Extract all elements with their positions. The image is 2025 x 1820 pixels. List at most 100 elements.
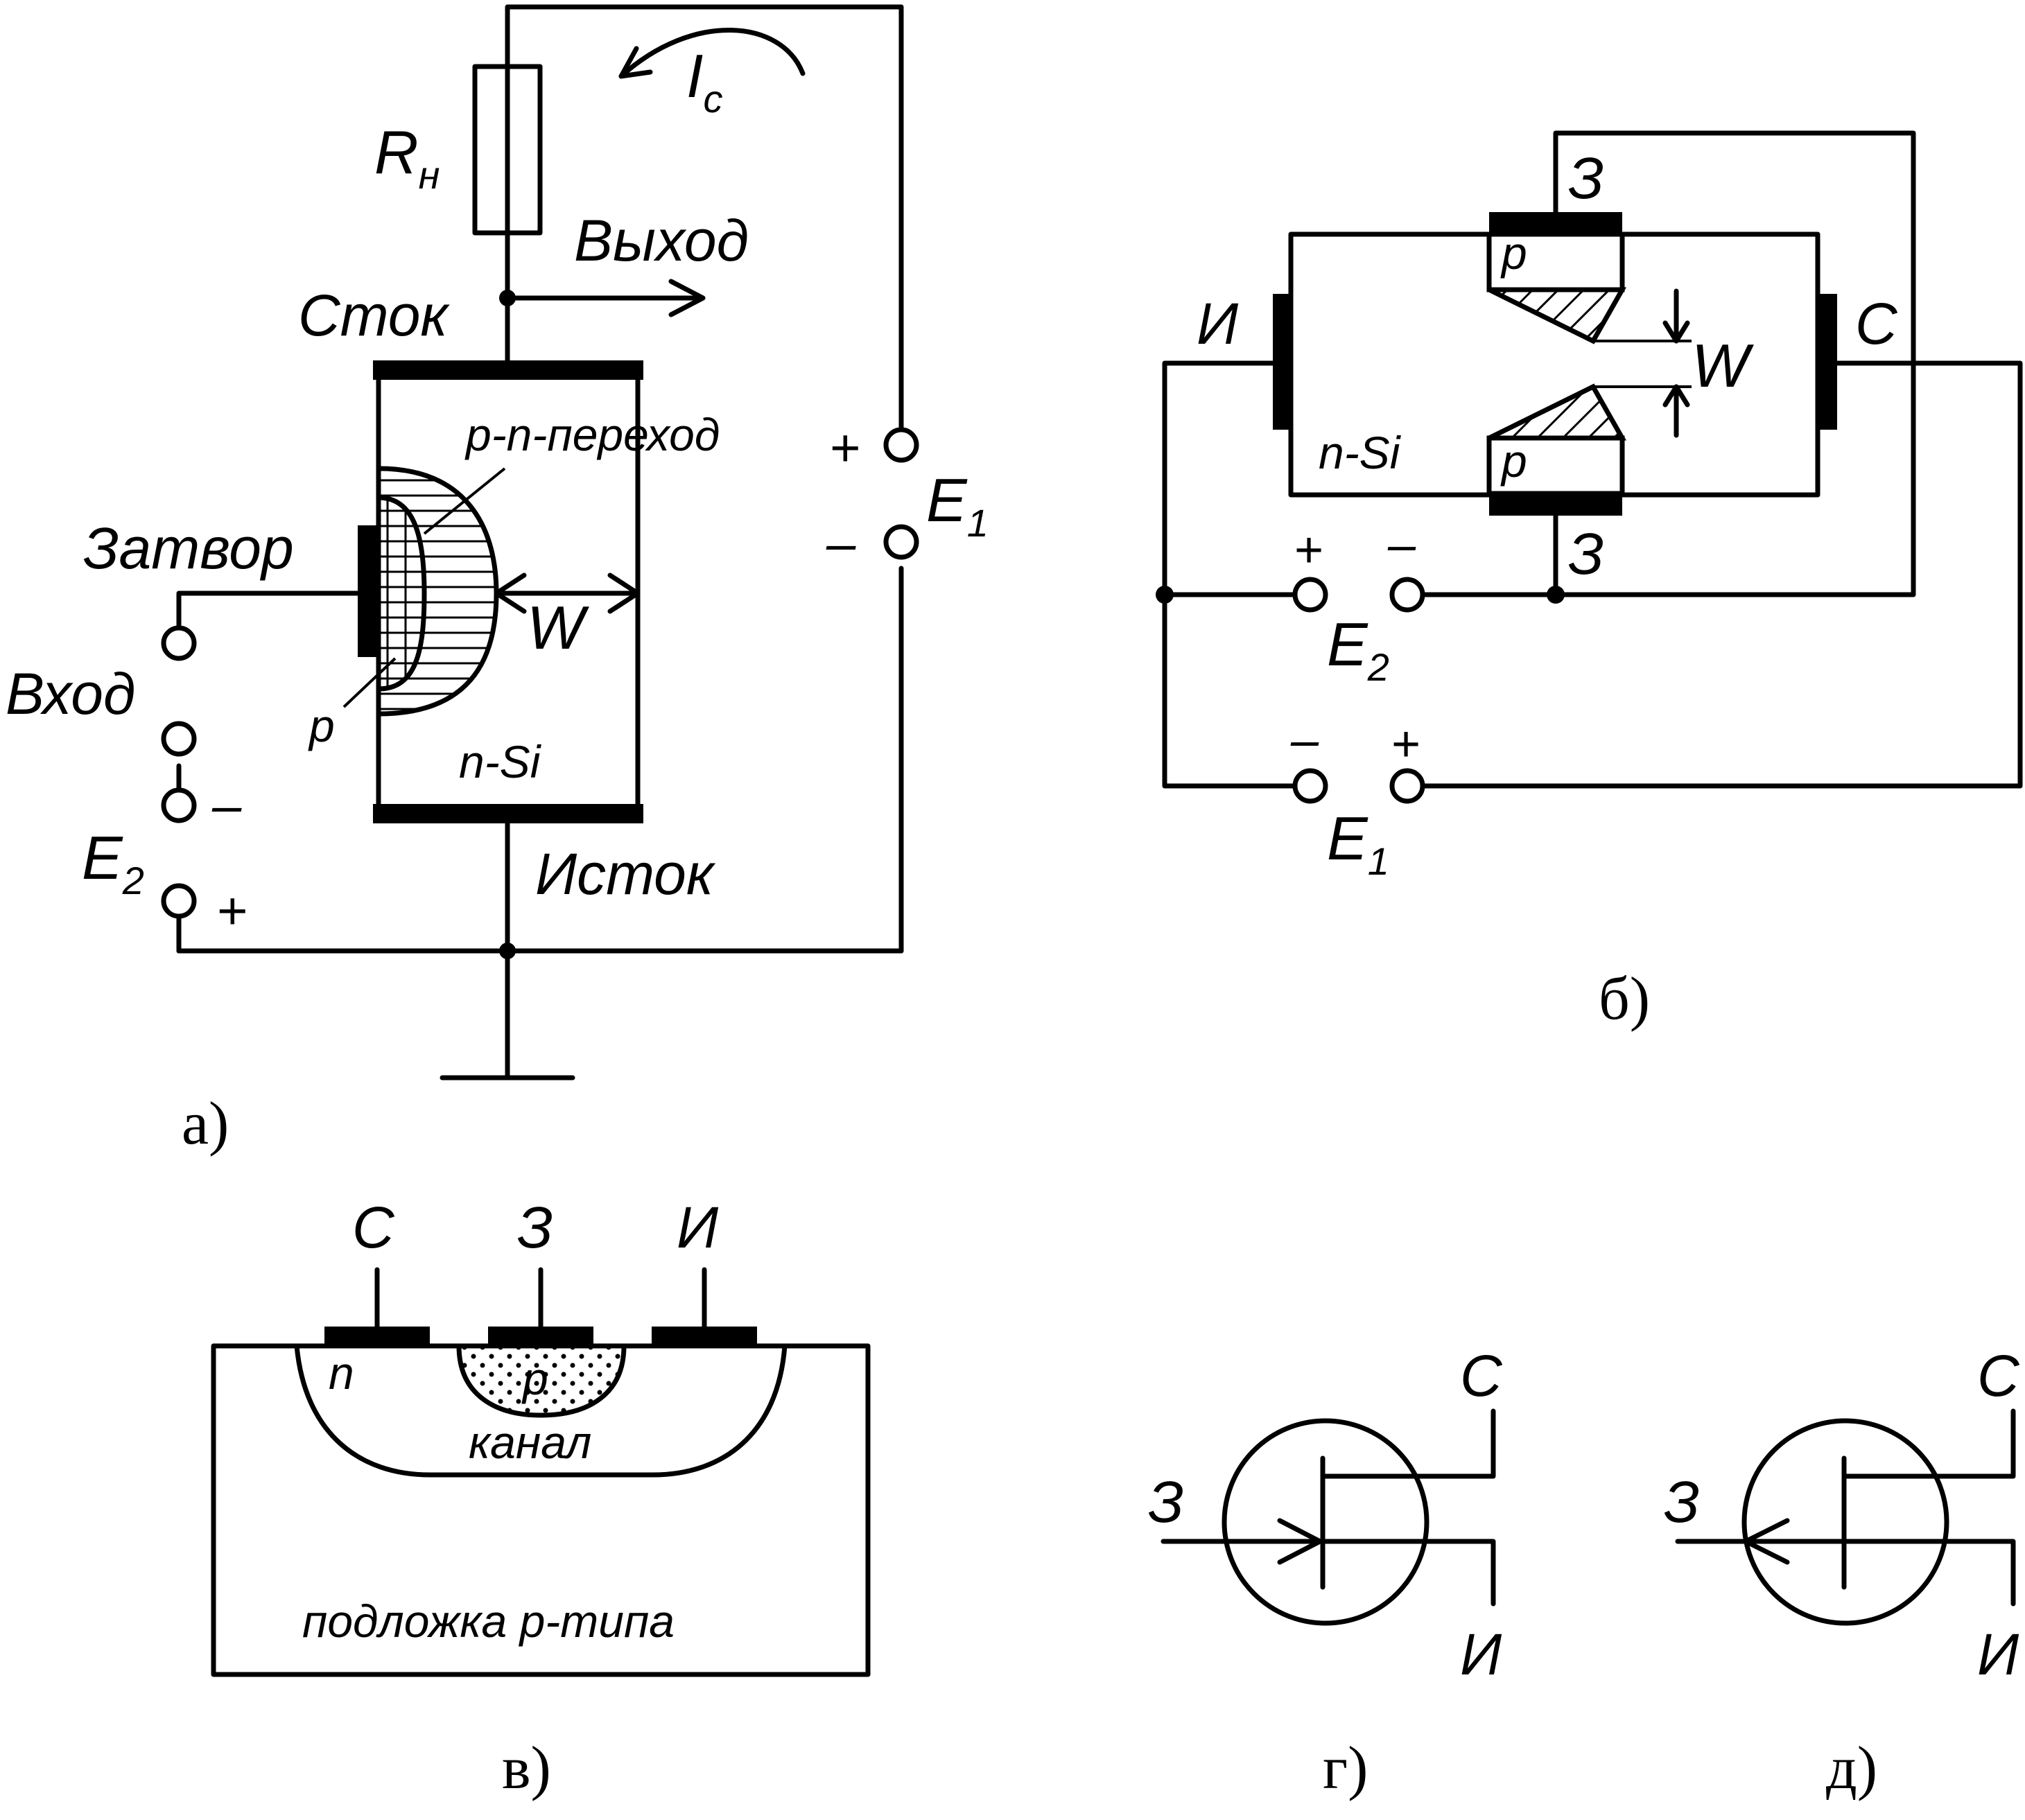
e1-plus-terminal [883, 427, 919, 463]
gate-plate [358, 525, 379, 657]
drain-label-v: С [352, 1195, 395, 1260]
e2-minus-terminal [161, 787, 197, 823]
e2-plus-terminal-b [1292, 577, 1328, 613]
e1-minus-terminal [883, 524, 919, 560]
drain-label-b: С [1855, 291, 1898, 356]
n-si-label: n-Si [459, 736, 542, 787]
gate-plate-v [488, 1327, 593, 1346]
source-label-d: И [1977, 1622, 2019, 1687]
p-region-well [456, 1343, 627, 1418]
gate-plate-top [1489, 212, 1622, 233]
input-label: Вход [6, 661, 135, 726]
depletion-bottom [1488, 383, 1627, 441]
drain-plate-v [324, 1327, 430, 1346]
e1-label: E1 [926, 466, 989, 545]
gate-label: Затвор [83, 516, 294, 581]
e2-plus-terminal [161, 883, 197, 919]
e1-label-b: E1 [1327, 804, 1389, 883]
source-plate [373, 804, 643, 823]
symbol-circle-d [1741, 1418, 1949, 1626]
e1-minus-sign: – [826, 514, 856, 573]
panel-b-caption: б) [1599, 965, 1650, 1033]
source-plate-b [1273, 294, 1292, 430]
gate-arrow-d [1743, 1518, 1790, 1565]
source-label: Исток [535, 841, 716, 907]
e2-label-b: E2 [1327, 610, 1389, 689]
input-terminal-top [161, 625, 197, 661]
n-region-well [294, 1343, 788, 1478]
current-arrow [618, 28, 806, 79]
w-label-b: W [1692, 331, 1754, 400]
w-arrow [494, 572, 641, 614]
n-si-label-b: n-Si [1319, 427, 1402, 478]
panel-b: З З И С p p W n-Si + – E2 – + E1 б) [1156, 130, 2023, 1033]
e1-plus-terminal-b [1389, 768, 1425, 804]
p-leader [342, 657, 397, 708]
drain-plate [373, 360, 643, 380]
n-region-label-v: n [329, 1347, 354, 1399]
output-label: Выход [574, 208, 749, 273]
drain-lead-g [1320, 1408, 1496, 1479]
output-arrow [505, 279, 706, 317]
e2-minus-sign-b: – [1387, 517, 1416, 572]
p-top-label-b: p [1500, 227, 1527, 279]
drain-label-g: С [1460, 1343, 1503, 1408]
p-region [376, 495, 427, 692]
panel-v-caption: в) [502, 1735, 551, 1802]
drain-lead-d [1841, 1408, 2016, 1479]
panel-g-caption: г) [1323, 1735, 1368, 1802]
gate-plate-bottom [1489, 495, 1622, 516]
p-region-label-v: p [521, 1353, 548, 1404]
e2-plus-sign: + [216, 882, 247, 940]
panel-d: З С И д) [1664, 1343, 2020, 1802]
gate-label-g: З [1148, 1469, 1184, 1534]
channel-label-v: канал [469, 1417, 591, 1468]
p-bottom-label-b: p [1500, 435, 1527, 487]
drain-label: Сток [298, 283, 450, 348]
source-plate-v [652, 1327, 757, 1346]
source-lead-g [1320, 1539, 1496, 1607]
e1-minus-terminal-b [1292, 768, 1328, 804]
left-node-b [1156, 586, 1174, 604]
gate-arrow-g [1277, 1518, 1323, 1565]
panel-a: Rн Ic Выход Сток p-n-переход Затвор Вход… [6, 4, 989, 1157]
gate-node-b [1547, 586, 1565, 604]
e2-plus-sign-b: + [1294, 523, 1323, 578]
pn-leader [423, 467, 506, 535]
drain-node [499, 290, 516, 306]
panel-b-wires [1162, 130, 2023, 789]
gate-top-label-b: З [1568, 146, 1604, 211]
symbol-circle-g [1222, 1418, 1429, 1626]
gate-label-d: З [1664, 1469, 1700, 1534]
substrate-label-v: подложка p-типа [302, 1595, 675, 1647]
source-label-b: И [1197, 291, 1239, 356]
panel-d-caption: д) [1826, 1735, 1877, 1802]
p-region-label: p [308, 700, 335, 751]
drain-label-d: С [1977, 1343, 2020, 1408]
input-terminal-bottom [161, 721, 197, 757]
source-label-g: И [1460, 1622, 1502, 1687]
panel-v: С З И n p канал подложка p-типа в) [211, 1195, 871, 1802]
pn-junction-label: p-n-переход [464, 409, 720, 460]
load-resistor [472, 64, 543, 236]
w-dimension-b [1593, 288, 1692, 438]
panel-a-caption: а) [182, 1090, 229, 1157]
drain-plate-b [1818, 294, 1837, 430]
source-lead-d [1841, 1539, 2016, 1607]
e2-label: E2 [82, 823, 144, 902]
e2-minus-terminal-b [1389, 577, 1425, 613]
e2-minus-sign: – [211, 776, 242, 835]
current-label: Ic [686, 42, 722, 121]
gate-bottom-label-b: З [1568, 521, 1604, 586]
gate-label-v: З [517, 1195, 553, 1260]
source-node [499, 943, 516, 959]
e1-plus-sign-b: + [1391, 717, 1420, 772]
e1-minus-sign-b: – [1290, 712, 1319, 768]
e1-plus-sign: + [829, 419, 860, 478]
source-label-v: И [677, 1195, 719, 1260]
resistor-label: Rн [374, 118, 440, 197]
w-label: W [527, 593, 589, 662]
panel-g: З С И г) [1148, 1343, 1503, 1802]
depletion-top [1488, 287, 1627, 344]
